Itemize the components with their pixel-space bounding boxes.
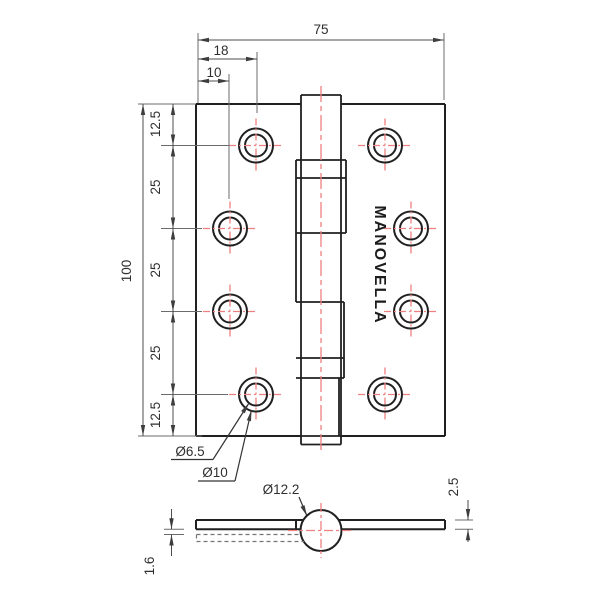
- hinge-leaf-outlines: [195, 103, 446, 437]
- dim-chain-25c-label: 25: [148, 345, 163, 360]
- center-lines: [203, 86, 438, 452]
- dia-screw-outer-label: Ø10: [202, 465, 228, 480]
- dim-hole-offset-inner-label: 10: [206, 65, 221, 80]
- leader-lines: [171, 402, 308, 517]
- dimension-lines: [142, 39, 469, 556]
- dim-plate-thickness-label: 1.6: [142, 557, 157, 576]
- dim-chain-bottom-label: 12.5: [148, 402, 163, 428]
- side-view-centerlines: [288, 503, 354, 558]
- dim-chain-top-label: 12.5: [148, 111, 163, 137]
- dim-chain-25a-label: 25: [148, 179, 163, 194]
- extension-lines: [138, 33, 473, 535]
- dimension-arrowheads: [140, 37, 471, 546]
- dim-hole-offset-outer-label: 18: [213, 43, 228, 58]
- dimension-labels: 75 18 10 100 12.5 25 25 25 12.5 Ø6.5 Ø10…: [119, 22, 461, 575]
- dim-chain-25b-label: 25: [148, 262, 163, 277]
- brand-label: MANOVELLA: [371, 205, 388, 324]
- side-view-hidden-lines: [195, 533, 304, 543]
- dia-screw-inner-label: Ø6.5: [175, 444, 204, 459]
- dim-total-height-label: 100: [119, 260, 134, 283]
- dia-knuckle-label: Ø12.2: [263, 482, 300, 497]
- dim-total-width-label: 75: [313, 22, 328, 37]
- dim-leaf-thickness-label: 2.5: [446, 478, 461, 497]
